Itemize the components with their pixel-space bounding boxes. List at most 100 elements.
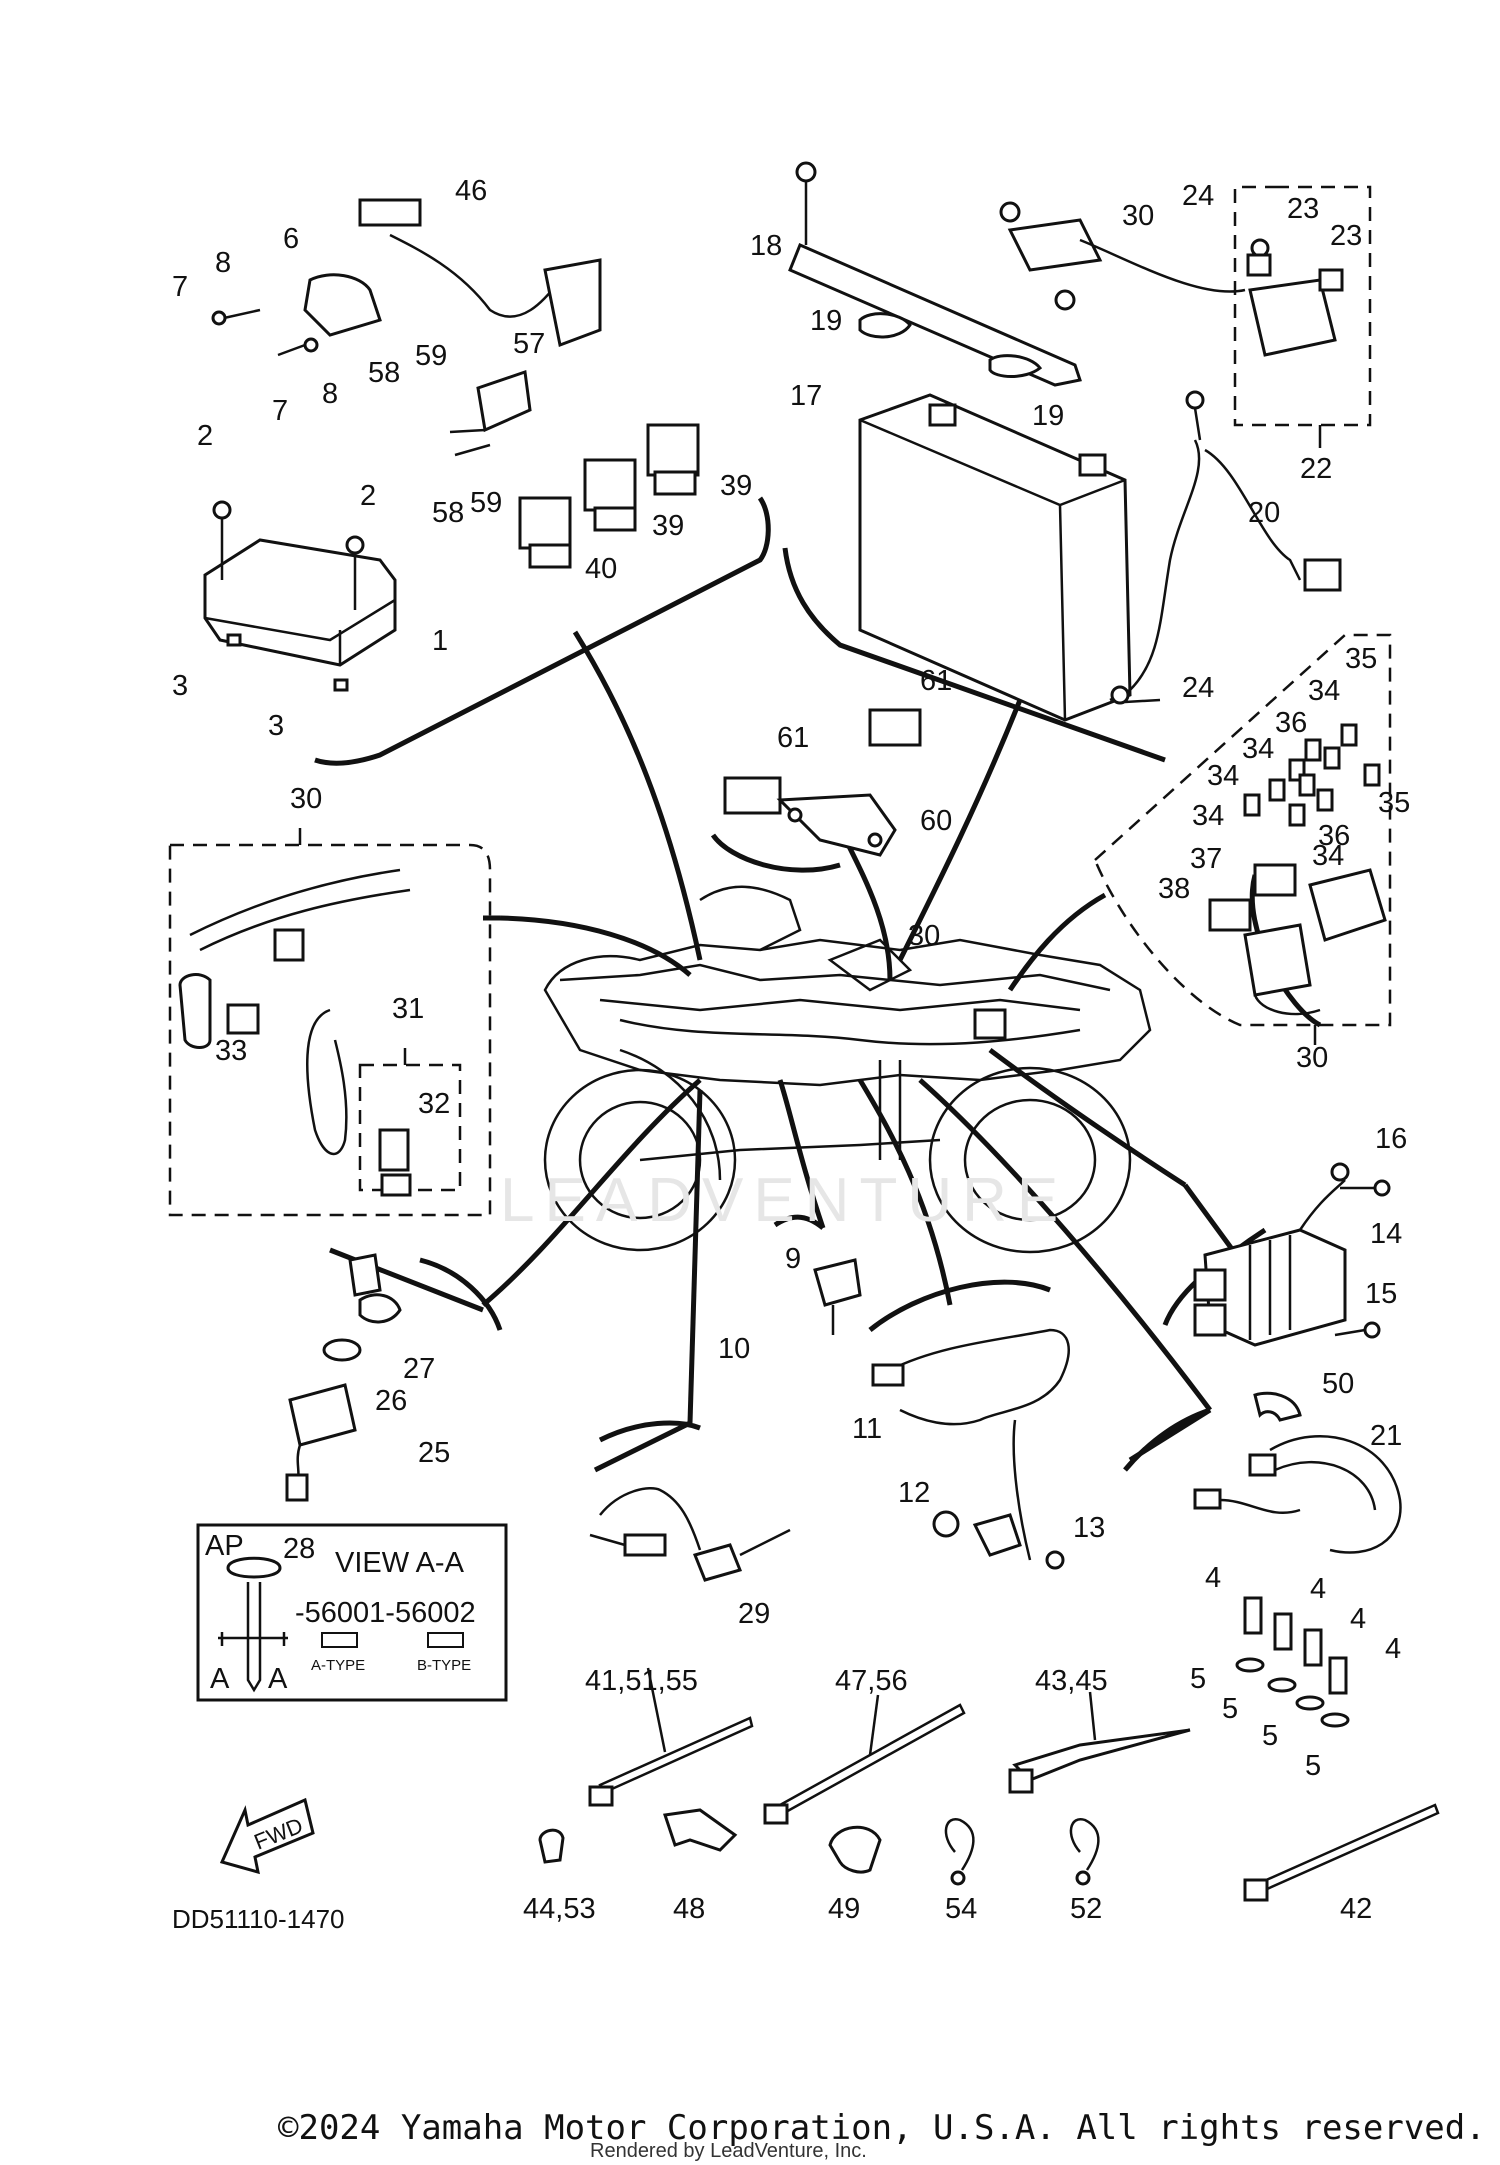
clamps-and-ties-group — [538, 1667, 1440, 1902]
callout-41-51-55: 41,51,55 — [585, 1665, 698, 1697]
callout-44-53: 44,53 — [523, 1893, 596, 1925]
key-inset-range: -56001-56002 — [295, 1597, 476, 1629]
callout-5: 5 — [1262, 1720, 1278, 1752]
callout-9: 9 — [785, 1243, 801, 1275]
callout-39: 39 — [652, 510, 684, 542]
dashed-insets — [168, 185, 1392, 1217]
watermark: LEADVENTURE — [500, 1166, 1069, 1235]
callout-13: 13 — [1073, 1512, 1105, 1544]
callout-57: 57 — [513, 328, 545, 360]
callout-35: 35 — [1345, 643, 1377, 675]
callout-34: 34 — [1207, 760, 1239, 792]
fuse-box-group — [1208, 723, 1387, 1016]
callout-48: 48 — [673, 1893, 705, 1925]
key-inset — [196, 1523, 508, 1702]
callout-23: 23 — [1330, 220, 1362, 252]
callout-58: 58 — [368, 357, 400, 389]
callout-59: 59 — [470, 487, 502, 519]
callout-27: 27 — [403, 1353, 435, 1385]
callout-39: 39 — [720, 470, 752, 502]
region-boundaries — [314, 496, 1322, 1472]
callout-4: 4 — [1350, 1603, 1366, 1635]
callout-24: 24 — [1182, 180, 1214, 212]
callout-17: 17 — [790, 380, 822, 412]
rendered-by-notice: Rendered by LeadVenture, Inc. — [590, 2140, 867, 2162]
callout-2: 2 — [360, 480, 376, 512]
callout-33: 33 — [215, 1035, 247, 1067]
leader-lines — [329, 630, 1243, 1473]
callout-5: 5 — [1305, 1750, 1321, 1782]
callout-35: 35 — [1378, 787, 1410, 819]
callout-7: 7 — [272, 395, 288, 427]
callout-18: 18 — [750, 230, 782, 262]
callout-50: 50 — [1322, 1368, 1354, 1400]
callout-42: 42 — [1340, 1893, 1372, 1925]
callout-60: 60 — [920, 805, 952, 837]
callout-59: 59 — [415, 340, 447, 372]
atv-vehicle-illustration — [543, 885, 1152, 1254]
callout-12: 12 — [898, 1477, 930, 1509]
callout-30: 30 — [1296, 1042, 1328, 1074]
callout-5: 5 — [1190, 1663, 1206, 1695]
key-inset-ap: AP — [205, 1530, 244, 1562]
callout-26: 26 — [375, 1385, 407, 1417]
key-inset-type-a: A-TYPE — [311, 1657, 365, 1674]
callout-34: 34 — [1308, 675, 1340, 707]
relay-bracket-group — [723, 708, 922, 857]
key-inset-section-right: A — [268, 1663, 288, 1695]
callout-34: 34 — [1312, 840, 1344, 872]
callout-4: 4 — [1205, 1562, 1221, 1594]
callout-32: 32 — [418, 1088, 450, 1120]
callout-36: 36 — [1275, 707, 1307, 739]
callout-4: 4 — [1385, 1633, 1401, 1665]
callout-30: 30 — [1122, 200, 1154, 232]
callout-31: 31 — [392, 993, 424, 1025]
callout-19: 19 — [810, 305, 842, 337]
ecu-and-relays-group — [203, 198, 700, 692]
callout-30: 30 — [908, 920, 940, 952]
callout-25: 25 — [418, 1437, 450, 1469]
callout-1: 1 — [432, 625, 448, 657]
callout-38: 38 — [1158, 873, 1190, 905]
callout-7: 7 — [172, 271, 188, 303]
callout-52: 52 — [1070, 1893, 1102, 1925]
callout-11: 11 — [852, 1413, 882, 1445]
callout-23: 23 — [1287, 193, 1319, 225]
copyright-notice: ©2024 Yamaha Motor Corporation, U.S.A. A… — [278, 2108, 1486, 2148]
diagram-code: DD51110-1470 — [172, 1904, 345, 1934]
callout-37: 37 — [1190, 843, 1222, 875]
callout-54: 54 — [945, 1893, 977, 1925]
callout-24: 24 — [1182, 672, 1214, 704]
speed-sensor-group — [589, 1487, 791, 1582]
callout-labels: 46 6 8 7 7 8 57 58 59 58 59 2 2 1 3 3 39… — [172, 175, 1410, 1934]
subharness-group — [1193, 1391, 1402, 1728]
callout-3: 3 — [172, 670, 188, 702]
callout-61: 61 — [777, 722, 809, 754]
callout-16: 16 — [1375, 1123, 1407, 1155]
callout-4: 4 — [1310, 1573, 1326, 1605]
callout-8: 8 — [322, 378, 338, 410]
harness-inset-group — [178, 868, 412, 1197]
key-inset-part: 28 — [283, 1533, 315, 1565]
callout-36: 36 — [1318, 820, 1350, 852]
callout-22: 22 — [1300, 453, 1332, 485]
key-inset-type-b: B-TYPE — [417, 1657, 471, 1674]
callout-20: 20 — [1248, 497, 1280, 529]
key-inset-view: VIEW A-A — [335, 1547, 465, 1579]
callout-34: 34 — [1242, 733, 1274, 765]
callout-61: 61 — [920, 665, 952, 697]
callout-49: 49 — [828, 1893, 860, 1925]
sensors-group — [813, 1258, 1070, 1570]
key-inset-section-left: A — [210, 1663, 230, 1695]
callout-47-56: 47,56 — [835, 1665, 908, 1697]
battery-group — [788, 161, 1344, 722]
callout-21: 21 — [1370, 1420, 1402, 1452]
callout-30: 30 — [290, 783, 322, 815]
callout-29: 29 — [738, 1598, 770, 1630]
callout-8: 8 — [215, 247, 231, 279]
callout-43-45: 43,45 — [1035, 1665, 1108, 1697]
callout-5: 5 — [1222, 1693, 1238, 1725]
callout-34: 34 — [1192, 800, 1224, 832]
rectifier-group — [1193, 1162, 1391, 1347]
